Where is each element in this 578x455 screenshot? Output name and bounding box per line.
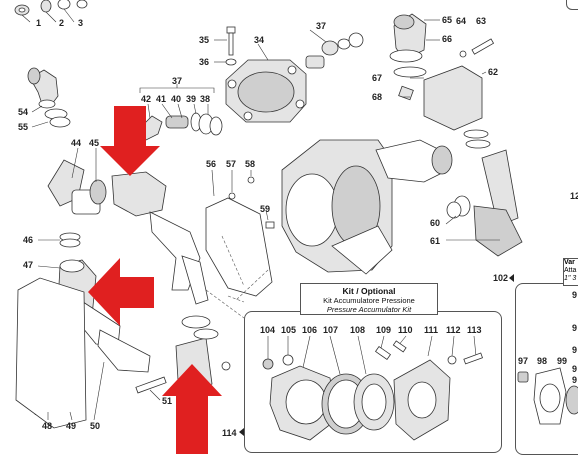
part-label-34: 34 [254, 35, 264, 45]
top-right-frame [566, 0, 578, 10]
part-label-107: 107 [323, 325, 338, 335]
variant-header: Var Atta 1" 3 [563, 258, 578, 286]
part-label-62: 62 [488, 67, 498, 77]
part-label-111: 111 [424, 325, 438, 335]
variant-line-2: 1" 3 [564, 275, 577, 282]
part-label-47: 47 [23, 260, 33, 270]
part-label-113: 113 [467, 325, 482, 335]
part-label-39: 39 [186, 94, 196, 104]
part-label-48: 48 [42, 421, 52, 431]
part-drawing-1-3 [14, 0, 88, 23]
part-label-40: 40 [171, 94, 181, 104]
part-number-labels: 1 2 3 34 35 36 37 37 38 39 40 41 42 44 4… [18, 15, 578, 438]
part-label-36: 36 [199, 57, 209, 67]
variant-title: Var [564, 259, 575, 266]
part-drawing-56-59 [205, 169, 275, 301]
part-drawing-97-99 [517, 367, 578, 425]
part-label-105: 105 [281, 325, 296, 335]
part-drawing-34 [225, 43, 307, 123]
red-arrow-down [100, 106, 160, 176]
red-arrow-up [162, 364, 222, 454]
part-label-60: 60 [430, 218, 440, 228]
kit-subtitle-en: Pressure Accumulator Kit [326, 305, 412, 314]
part-drawing-54-55 [27, 67, 71, 128]
part-drawing-38-42 [139, 84, 223, 141]
part-label-1: 1 [36, 18, 41, 28]
part-drawing-37-upper [305, 29, 364, 69]
part-label-35: 35 [199, 35, 209, 45]
part-label-99: 99 [557, 356, 567, 366]
kit-title: Kit / Optional [342, 286, 396, 296]
part-label-66: 66 [442, 34, 452, 44]
part-label-51: 51 [162, 396, 172, 406]
variant-frame [515, 283, 578, 455]
part-label-67: 67 [372, 73, 382, 83]
part-label-50: 50 [90, 421, 100, 431]
highlight-arrows [88, 106, 222, 454]
part-label-63: 63 [476, 16, 486, 26]
part-drawing-kit [262, 335, 483, 441]
part-label-57: 57 [226, 159, 236, 169]
part-label-9-partial-b: 9 [572, 323, 577, 333]
part-drawing-manifolds [15, 147, 231, 429]
part-label-42: 42 [141, 94, 151, 104]
part-label-110: 110 [398, 325, 413, 335]
part-drawing-60-68 [389, 13, 523, 257]
part-label-102: 102 [493, 273, 508, 283]
part-label-9-partial-e: 9 [572, 375, 577, 385]
part-label-58: 58 [245, 159, 255, 169]
part-label-98: 98 [537, 356, 547, 366]
part-label-46: 46 [23, 235, 33, 245]
part-label-2: 2 [59, 18, 64, 28]
callout-pointer-102 [509, 274, 514, 282]
part-label-108: 108 [350, 325, 365, 335]
part-label-104: 104 [260, 325, 275, 335]
kit-header: Kit / Optional Kit Accumulatore Pression… [300, 283, 438, 315]
part-label-38: 38 [200, 94, 210, 104]
part-label-64: 64 [456, 16, 466, 26]
part-label-37-bracket: 37 [172, 76, 182, 86]
part-label-54: 54 [18, 107, 28, 117]
part-label-109: 109 [376, 325, 391, 335]
part-label-55: 55 [18, 122, 28, 132]
part-label-37-upper: 37 [316, 21, 326, 31]
part-label-41: 41 [156, 94, 166, 104]
part-label-59: 59 [260, 204, 270, 214]
part-label-3: 3 [78, 18, 83, 28]
part-label-44: 44 [71, 138, 81, 148]
part-label-97: 97 [518, 356, 528, 366]
part-label-9-partial-a: 9 [572, 290, 577, 300]
part-drawing-pump-body [281, 139, 453, 275]
part-label-9-partial-d: 9 [572, 364, 577, 374]
part-label-68: 68 [372, 92, 382, 102]
part-label-56: 56 [206, 159, 216, 169]
red-arrow-left [88, 258, 154, 326]
part-label-45: 45 [89, 138, 99, 148]
part-label-61: 61 [430, 236, 440, 246]
part-label-112: 112 [446, 325, 461, 335]
variant-line-1: Atta [564, 267, 577, 274]
part-label-9-partial-c: 9 [572, 345, 577, 355]
part-label-12-partial: 12 [570, 191, 578, 201]
kit-frame [244, 311, 502, 453]
part-drawing-35-36 [214, 26, 237, 66]
kit-subtitle-it: Kit Accumulatore Pressione [323, 296, 415, 305]
part-label-65: 65 [442, 15, 452, 25]
part-label-49: 49 [66, 421, 76, 431]
part-label-106: 106 [302, 325, 317, 335]
callout-pointer-114 [239, 428, 244, 436]
part-label-114: 114 [222, 428, 237, 438]
